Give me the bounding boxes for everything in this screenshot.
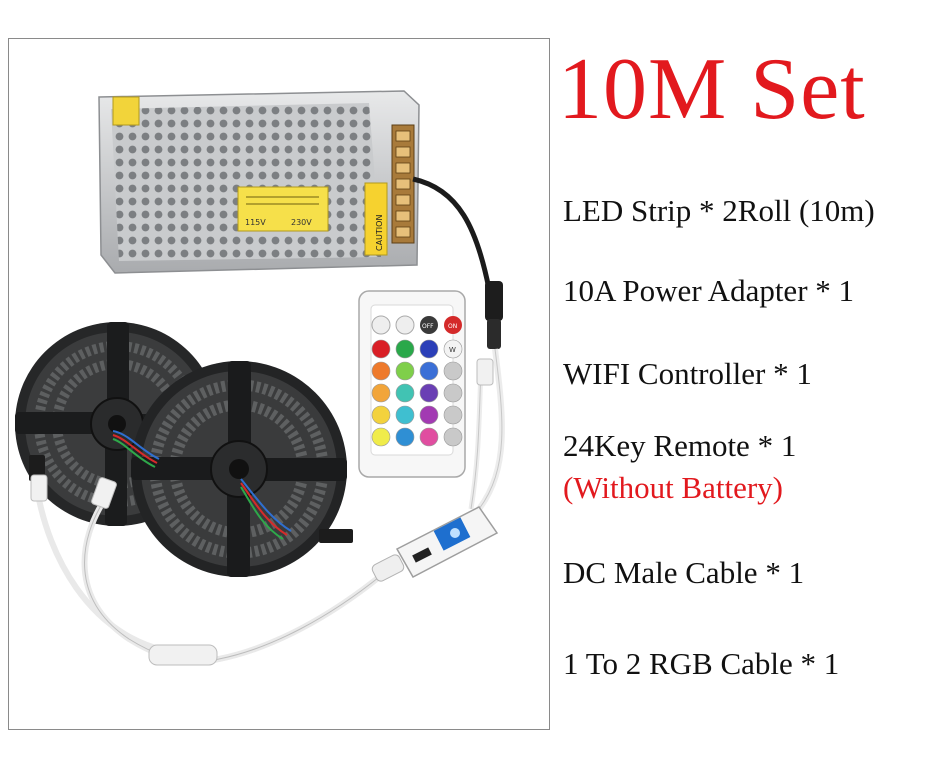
psu-voltage-high-text: 230V <box>291 218 312 227</box>
remote-color-key <box>371 361 391 381</box>
psu-caution-text: CAUTION <box>375 215 384 251</box>
item-rgb-cable: 1 To 2 RGB Cable * 1 <box>563 646 840 681</box>
item-remote-note: (Without Battery) <box>563 470 783 505</box>
remote-color-key <box>419 405 439 425</box>
item-led-strip: LED Strip * 2Roll (10m) <box>563 193 875 228</box>
product-photo: 115V 230V CAUTION <box>8 38 550 730</box>
led-reel-front <box>131 361 347 577</box>
item-wifi-controller: WIFI Controller * 1 <box>563 356 812 391</box>
remote-color-key <box>419 383 439 403</box>
dc-cable <box>412 176 498 303</box>
item-remote: 24Key Remote * 1 <box>563 428 797 463</box>
remote-color-key <box>371 339 391 359</box>
splitter-junction <box>148 644 218 666</box>
remote-color-key <box>419 339 439 359</box>
wifi-controller <box>371 506 499 582</box>
remote-color-key <box>443 361 463 381</box>
remote-white-key: W <box>449 346 456 354</box>
remote-color-key <box>395 361 415 381</box>
reel-connector-right <box>319 529 353 543</box>
set-title: 10M Set <box>558 41 866 138</box>
power-supply: 115V 230V CAUTION <box>98 90 420 274</box>
remote-color-key <box>443 383 463 403</box>
remote-color-key <box>443 427 463 447</box>
remote-color-key <box>443 339 463 359</box>
remote-color-key <box>419 427 439 447</box>
remote-color-key <box>419 361 439 381</box>
led-kit-illustration: 115V 230V CAUTION <box>15 90 505 666</box>
remote-color-key <box>395 427 415 447</box>
item-power-adapter: 10A Power Adapter * 1 <box>563 273 855 308</box>
remote-on-key: ON <box>448 323 457 330</box>
remote-color-key <box>371 405 391 425</box>
remote-color-key <box>443 405 463 425</box>
dc-plug <box>485 281 503 321</box>
item-dc-cable: DC Male Cable * 1 <box>563 555 805 590</box>
ir-remote: OFF ON W <box>358 290 466 478</box>
remote-color-key <box>371 383 391 403</box>
remote-color-key <box>395 405 415 425</box>
psu-voltage-low-text: 115V <box>245 218 266 227</box>
remote-color-key <box>395 339 415 359</box>
remote-color-key <box>371 427 391 447</box>
remote-key-grid <box>371 339 463 447</box>
remote-off-key: OFF <box>422 323 434 330</box>
remote-color-key <box>395 383 415 403</box>
